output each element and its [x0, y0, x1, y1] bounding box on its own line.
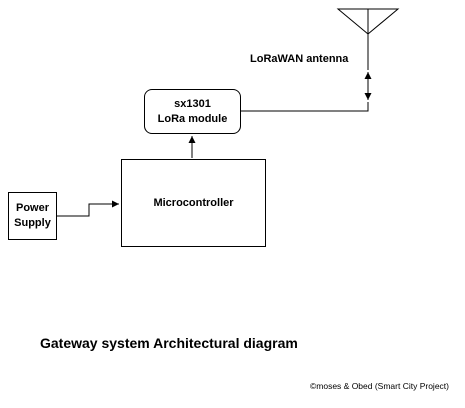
- power-supply-block: Power Supply: [8, 192, 57, 240]
- copyright-notice: ©moses & Obed (Smart City Project): [310, 381, 449, 391]
- antenna-icon: [336, 8, 400, 35]
- microcontroller-label: Microcontroller: [153, 196, 234, 209]
- lora-to-antenna-connector: [241, 102, 369, 112]
- power-supply-label-line1: Power: [15, 202, 49, 214]
- lora-module-block: sx1301 LoRa module: [144, 89, 241, 134]
- lora-module-label-line2: LoRa module: [157, 112, 228, 125]
- power-to-microcontroller-connector: [57, 200, 119, 217]
- antenna-label: LoRaWAN antenna: [250, 53, 349, 65]
- lora-module-label-line1: sx1301: [174, 97, 211, 110]
- power-supply-label-line2: Supply: [14, 217, 51, 229]
- microcontroller-block: Microcontroller: [121, 159, 266, 247]
- diagram-caption: Gateway system Architectural diagram: [40, 335, 298, 351]
